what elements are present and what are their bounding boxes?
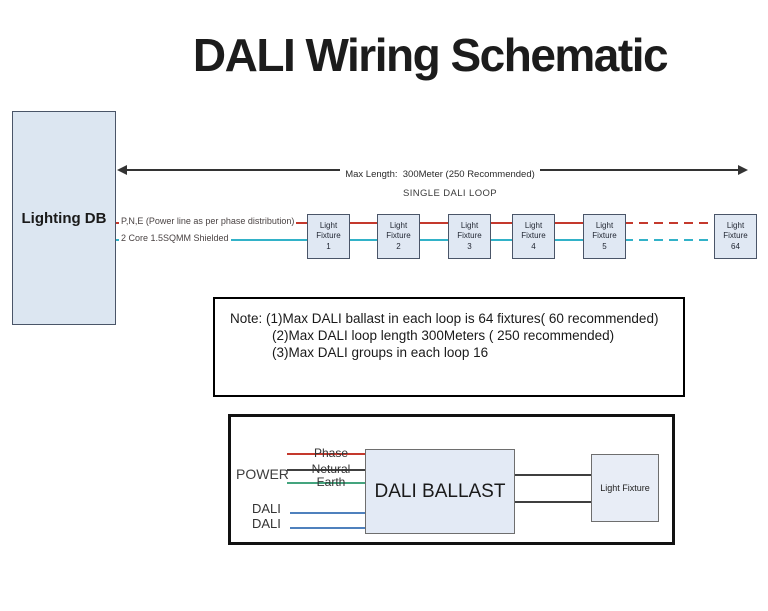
light-fixture-5-box: Light Fixture 5 <box>583 214 626 259</box>
power-wire-dashed <box>624 222 714 224</box>
note-line-2: (2)Max DALI loop length 300Meters ( 250 … <box>272 328 615 343</box>
dali-wire-solid <box>116 239 624 241</box>
note-line-3: (3)Max DALI groups in each loop 16 <box>272 345 489 360</box>
neutral-label: Netural <box>311 462 351 476</box>
dali-label-2: DALI <box>252 516 281 531</box>
earth-wire <box>287 482 365 484</box>
phase-label: Phase <box>313 446 349 460</box>
max-length-label-wrap: Max Length: 300Meter (250 Recommended) <box>240 164 640 182</box>
earth-label: Earth <box>316 475 346 489</box>
arrow-right-head-icon <box>738 165 748 175</box>
dali-wire-2 <box>290 527 365 529</box>
light-fixture-3-box: Light Fixture 3 <box>448 214 491 259</box>
power-wire-solid <box>116 222 624 224</box>
lighting-db-box: Lighting DB <box>12 111 116 325</box>
single-dali-loop-label: SINGLE DALI LOOP <box>402 188 498 199</box>
note-line-1: Note: (1)Max DALI ballast in each loop i… <box>230 311 659 326</box>
ballast-to-fixture-wire-1 <box>515 474 591 476</box>
note-box <box>213 297 685 397</box>
max-length-label: Max Length: 300Meter (250 Recommended) <box>340 169 540 180</box>
page-title: DALI Wiring Schematic <box>192 29 669 81</box>
dali-label-1: DALI <box>252 501 281 516</box>
power-label: POWER <box>236 466 289 482</box>
ballast-to-fixture-wire-2 <box>515 501 591 503</box>
dali-ballast-box: DALI BALLAST <box>365 449 515 534</box>
detail-light-fixture-box: Light Fixture <box>591 454 659 522</box>
phase-wire <box>287 453 365 455</box>
light-fixture-4-box: Light Fixture 4 <box>512 214 555 259</box>
dali-wire-dashed <box>624 239 714 241</box>
neutral-wire <box>287 469 365 471</box>
lighting-db-label: Lighting DB <box>21 209 107 227</box>
arrow-left-head-icon <box>117 165 127 175</box>
dali-wire-1 <box>290 512 365 514</box>
dali-wire-label: 2 Core 1.5SQMM Shielded <box>119 233 231 243</box>
light-fixture-1-box: Light Fixture 1 <box>307 214 350 259</box>
power-wire-label: P,N,E (Power line as per phase distribut… <box>119 216 297 226</box>
light-fixture-2-box: Light Fixture 2 <box>377 214 420 259</box>
light-fixture-64-box: Light Fixture 64 <box>714 214 757 259</box>
